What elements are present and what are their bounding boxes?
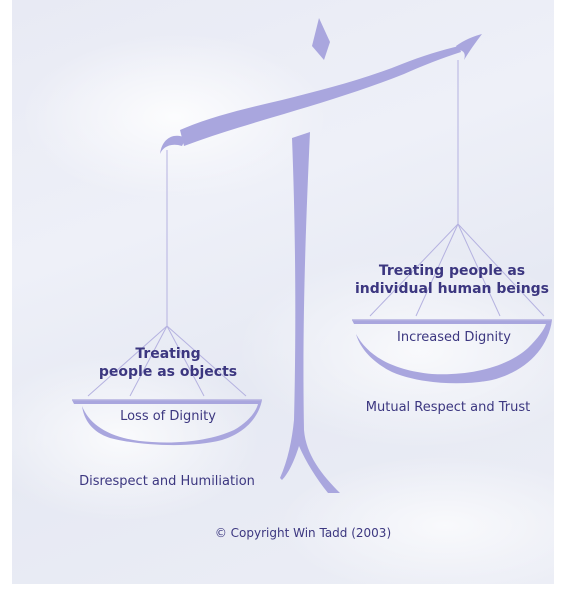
left-pan-heading-line2: people as objects [68, 362, 268, 382]
right-pan-caption: Mutual Respect and Trust [348, 400, 548, 415]
scale-diagram-panel: Treating people as individual human bein… [12, 0, 554, 584]
right-pan-label: Increased Dignity [364, 330, 544, 345]
left-pan-caption: Disrespect and Humiliation [52, 474, 282, 489]
left-pan-label: Loss of Dignity [88, 409, 248, 424]
right-pan-heading-line1: Treating people as [352, 261, 552, 281]
right-pan-heading-line2: individual human beings [352, 279, 552, 299]
scale-pillar [280, 132, 340, 493]
scale-finial [312, 18, 330, 60]
left-beam-hook [160, 136, 186, 154]
copyright-notice: © Copyright Win Tadd (2003) [183, 526, 423, 540]
left-pan-heading-line1: Treating [68, 344, 268, 364]
right-beam-hook [456, 34, 482, 60]
scale-beam [180, 46, 461, 146]
